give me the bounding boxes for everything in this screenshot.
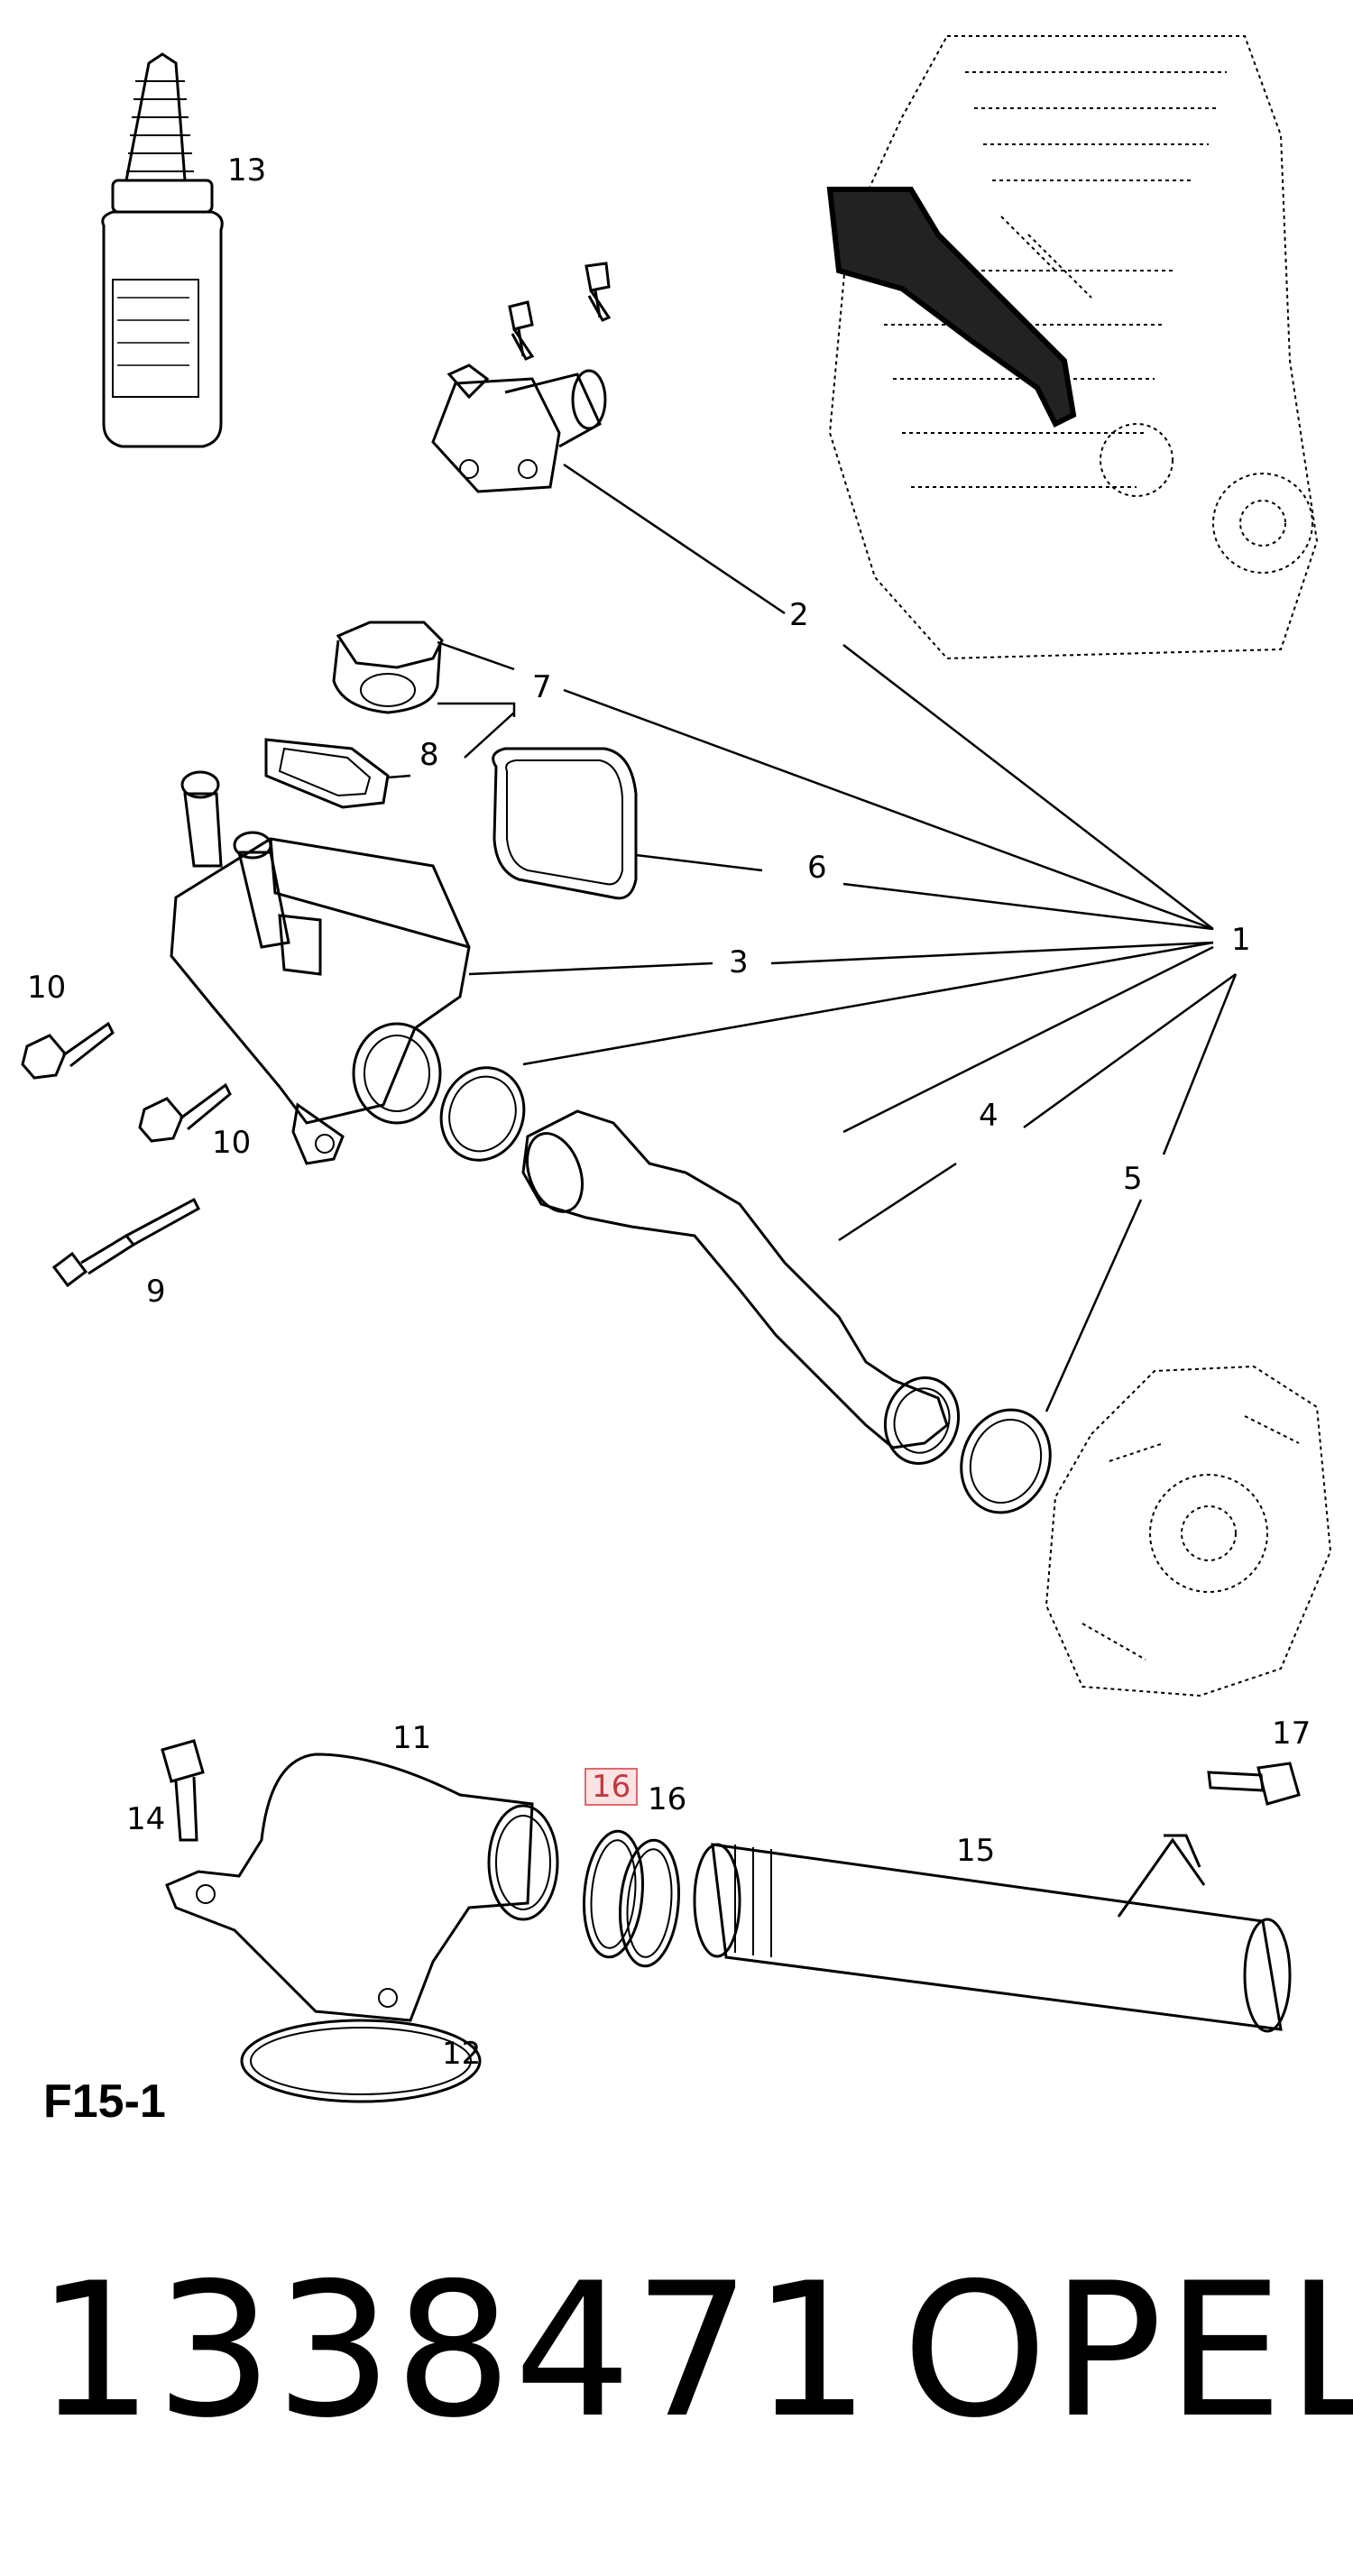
o-ring-part-5 bbox=[960, 1408, 1052, 1514]
engine-block-illustration bbox=[828, 35, 1319, 660]
bolt-part-14 bbox=[161, 1739, 205, 1842]
callout-1: 1 bbox=[1231, 922, 1251, 958]
bolt-part-10-upper bbox=[21, 1021, 115, 1080]
callout-10-lower: 10 bbox=[212, 1125, 252, 1161]
callout-4: 4 bbox=[979, 1098, 999, 1134]
callout-13: 13 bbox=[227, 152, 267, 189]
callout-2: 2 bbox=[789, 597, 809, 633]
callout-5: 5 bbox=[1123, 1161, 1143, 1197]
coolant-pipe-part-4 bbox=[521, 1109, 961, 1466]
callout-7: 7 bbox=[532, 669, 552, 705]
thermostat-housing-part-3 bbox=[170, 770, 471, 1165]
gasket-part-8 bbox=[264, 738, 390, 809]
callout-11: 11 bbox=[392, 1720, 432, 1756]
callout-16: 16 bbox=[648, 1781, 687, 1817]
figure-code: F15-1 bbox=[43, 2075, 166, 2128]
o-ring-part-12 bbox=[240, 2019, 482, 2103]
o-ring-part-3-side bbox=[439, 1066, 526, 1162]
callout-12: 12 bbox=[442, 2036, 482, 2072]
callout-8: 8 bbox=[419, 737, 439, 773]
stud-part-9 bbox=[51, 1197, 200, 1288]
part-number: 1338471 bbox=[36, 2244, 872, 2459]
callout-10-upper: 10 bbox=[27, 970, 67, 1006]
bolt-part-10-lower bbox=[138, 1082, 232, 1143]
thermostat-part-7 bbox=[332, 621, 444, 714]
sealant-bottle-part-13 bbox=[101, 52, 224, 448]
engine-highlighted-thermostat-area bbox=[826, 187, 1077, 428]
bolts-part-2 bbox=[508, 262, 612, 361]
exploded-parts-diagram bbox=[21, 35, 1332, 2103]
callout-16-highlighted[interactable]: 16 bbox=[584, 1768, 639, 1806]
callout-15: 15 bbox=[956, 1833, 996, 1869]
brand-name: OPEL bbox=[902, 2244, 1353, 2459]
callout-14: 14 bbox=[126, 1801, 166, 1837]
callout-9: 9 bbox=[146, 1274, 166, 1310]
water-outlet-part-2 bbox=[431, 363, 607, 493]
leader-lines bbox=[387, 463, 1238, 1412]
pipe-part-15 bbox=[693, 1834, 1292, 2033]
callout-17: 17 bbox=[1272, 1716, 1312, 1752]
callout-3: 3 bbox=[729, 944, 749, 980]
callout-6: 6 bbox=[807, 850, 827, 886]
bolt-part-17 bbox=[1207, 1762, 1301, 1806]
seal-rings-part-16 bbox=[583, 1829, 680, 1968]
seal-part-6 bbox=[492, 747, 638, 900]
water-pump-illustration bbox=[1045, 1365, 1332, 1697]
elbow-part-11 bbox=[165, 1753, 559, 2022]
